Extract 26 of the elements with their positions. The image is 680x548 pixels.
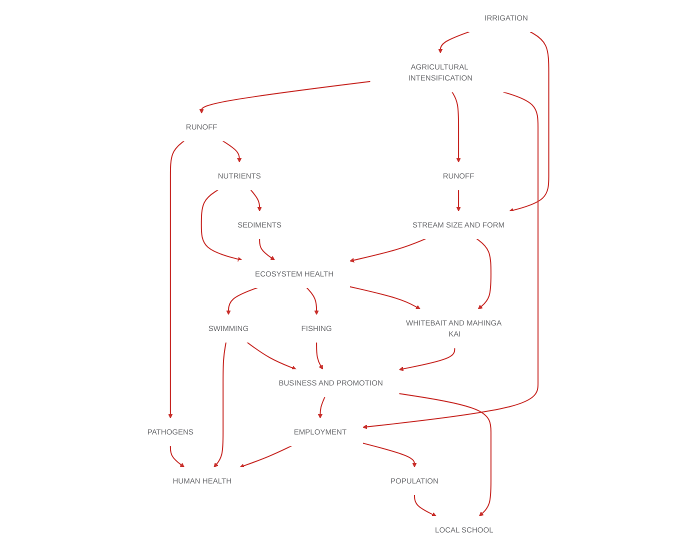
arrow	[349, 238, 426, 262]
arrow	[452, 92, 461, 163]
arrow	[456, 190, 461, 212]
arrow	[350, 286, 421, 310]
arrow	[200, 189, 242, 262]
arrow	[222, 140, 242, 163]
arrow	[476, 238, 492, 310]
arrow	[226, 287, 258, 316]
arrow	[246, 342, 297, 370]
arrow	[508, 31, 550, 213]
arrow	[316, 342, 324, 370]
arrow	[240, 445, 292, 468]
arrow	[214, 342, 227, 468]
arrow	[170, 446, 185, 468]
arrow	[250, 190, 262, 212]
arrow	[362, 91, 539, 430]
arrow	[414, 494, 437, 517]
arrow	[306, 287, 319, 316]
arrow	[398, 393, 492, 516]
arrow	[398, 348, 456, 372]
arrow	[199, 80, 371, 114]
arrow	[438, 31, 470, 54]
arrow	[259, 238, 276, 260]
arrow	[362, 442, 417, 468]
arrow	[168, 140, 184, 419]
arrow	[318, 396, 326, 419]
